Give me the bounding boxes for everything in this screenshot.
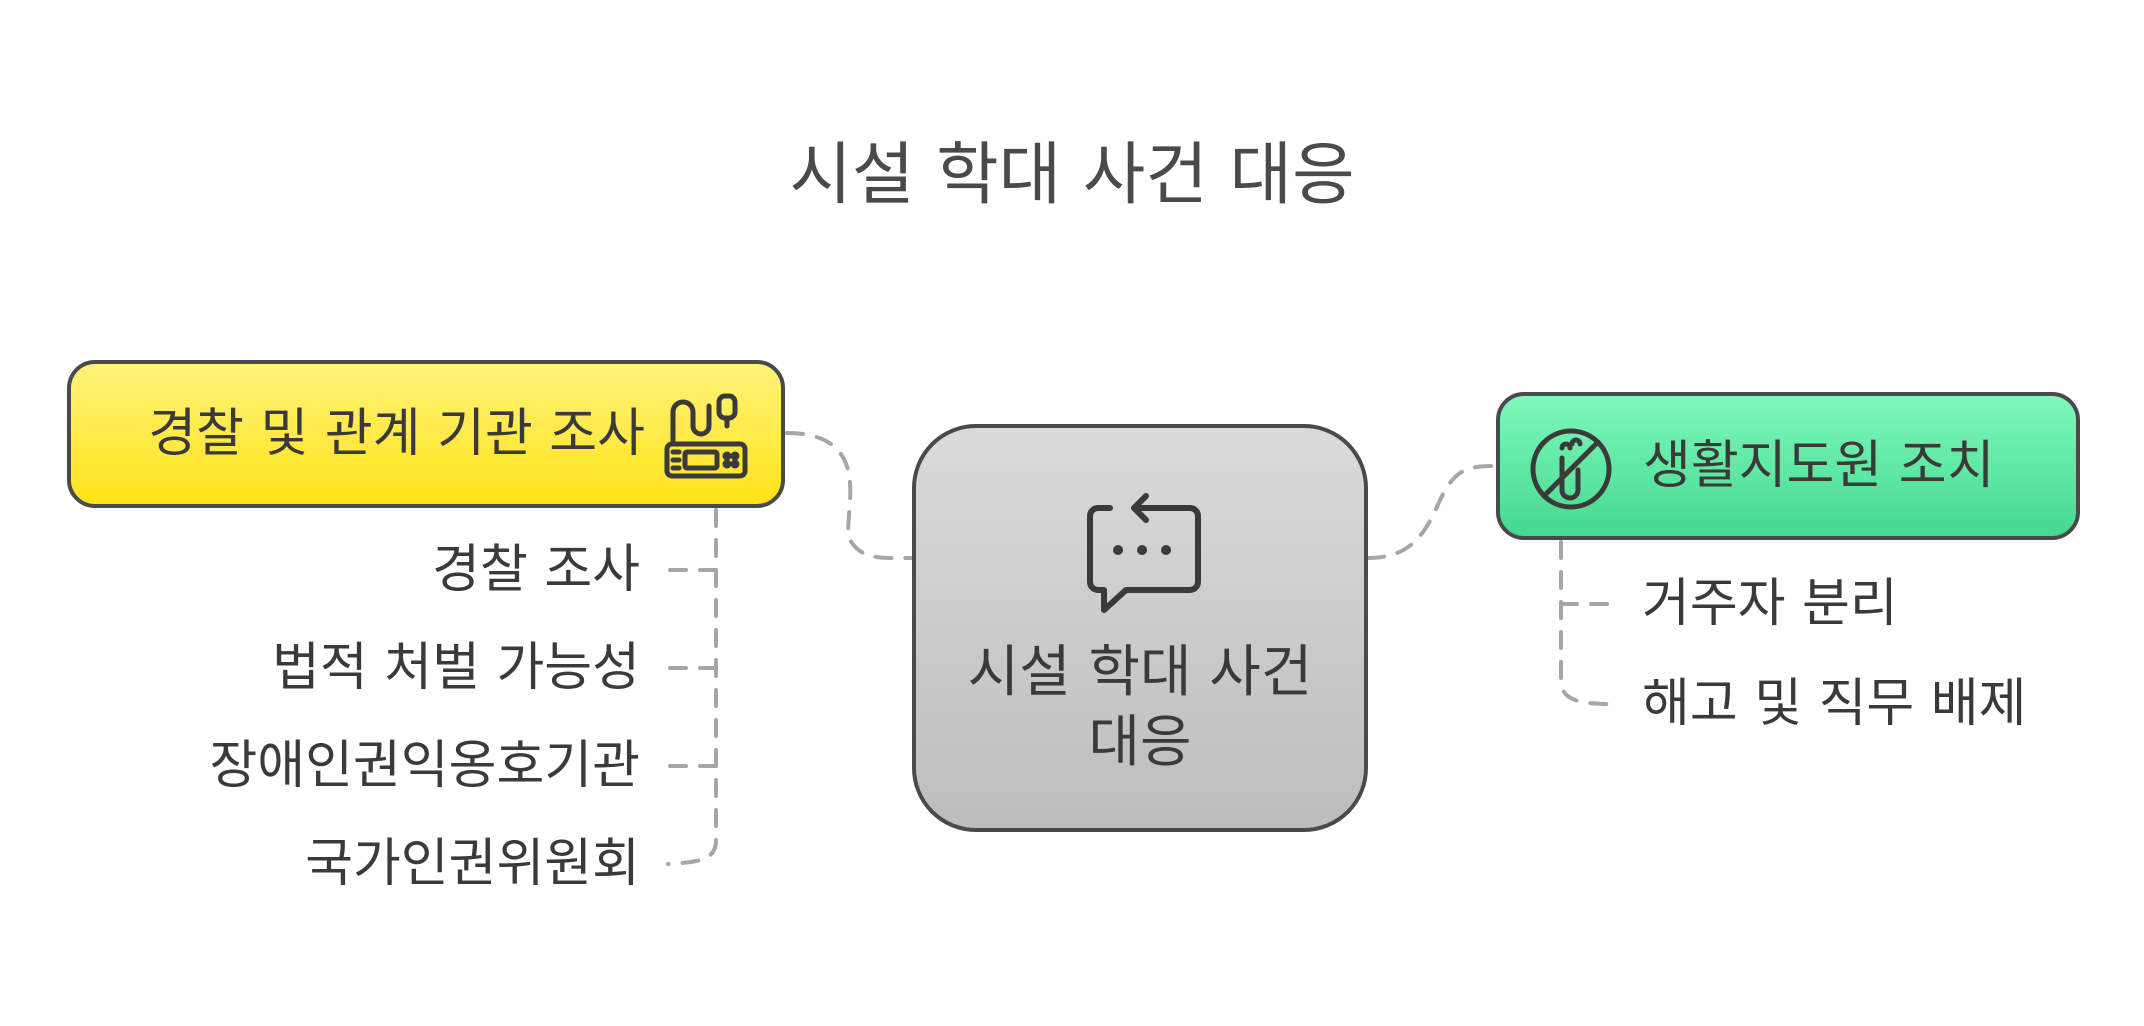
link-right-center [1366,464,1498,560]
police-radio-icon [664,393,748,479]
branch-node-staff-measures: 생활지도원 조치 [1496,392,2080,540]
center-node: 시설 학대 사건 대응 [912,424,1368,832]
branch-node-investigation: 경찰 및 관계 기관 조사 [67,360,785,508]
link-left-center [785,431,914,561]
leaf-human-rights-commission: 국가인권위원회 [305,834,640,894]
link-left-trunk [666,508,718,866]
leaf-resident-separation: 거주자 분리 [1642,574,1898,634]
diagram-title: 시설 학대 사건 대응 [789,136,1355,215]
branch-label-investigation: 경찰 및 관계 기관 조사 [148,404,645,464]
no-contact-icon [1530,428,1612,510]
branch-label-staff-measures: 생활지도원 조치 [1643,436,1995,496]
leaf-disability-rights-agency: 장애인권익옹호기관 [209,736,640,796]
link-right-trunk [1559,540,1614,706]
center-label: 시설 학대 사건 대응 [967,640,1313,775]
leaf-police-investigation: 경찰 조사 [432,540,640,600]
leaf-legal-punishment: 법적 처벌 가능성 [272,638,640,698]
leaf-dismissal: 해고 및 직무 배제 [1642,674,2027,734]
chat-refresh-icon [1087,493,1201,613]
